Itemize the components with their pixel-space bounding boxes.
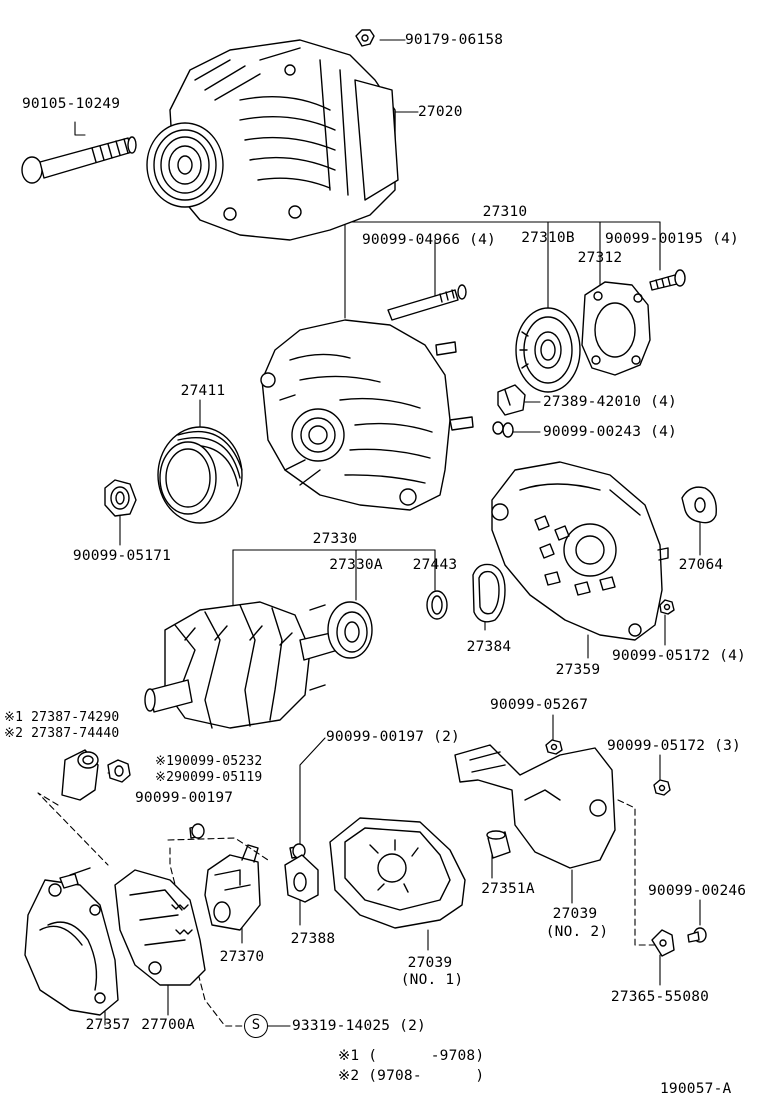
- label-27700A: 27700A: [141, 1017, 195, 1033]
- brush-holder-27370: [205, 845, 260, 930]
- label-27411: 27411: [180, 383, 226, 399]
- label-27310: 27310: [482, 204, 528, 220]
- label-27384: 27384: [466, 639, 512, 655]
- label-90099-05172-4: 90099-05172 (4): [612, 648, 746, 664]
- clip-27389-42010: [498, 385, 525, 415]
- footnote-1: ※1 ( -9708): [338, 1048, 485, 1064]
- label-27387-74440: ※2 27387-74440: [4, 726, 120, 741]
- rotor-27330: [145, 602, 341, 728]
- label-27312: 27312: [577, 250, 623, 266]
- label-27039-no2: 27039: [552, 906, 598, 922]
- bearing-27330A: [328, 602, 372, 658]
- label-27387-74290: ※1 27387-74290: [4, 710, 120, 725]
- label-90099-00195: 90099-00195 (4): [605, 231, 739, 247]
- label-90099-00197: 90099-00197: [135, 790, 234, 806]
- regulator-27700A: [115, 870, 205, 985]
- drive-end-frame-27310: [261, 285, 473, 510]
- insulator-27387: [62, 750, 98, 800]
- seal-27384: [473, 564, 505, 621]
- screw-90099-00243: [493, 422, 513, 437]
- label-27388: 27388: [290, 931, 336, 947]
- bolt-90105-10249: [22, 137, 136, 183]
- label-90099-00243: 90099-00243 (4): [543, 424, 677, 440]
- nut-90099-05267: [546, 740, 562, 754]
- screw-90099-00195: [650, 270, 685, 290]
- label-90099-00197-2: 90099-00197 (2): [326, 729, 460, 745]
- diagram-id: 190057-A: [660, 1081, 732, 1097]
- leader-lines: [75, 40, 700, 1026]
- terminal-27365-55080: [652, 930, 674, 956]
- label-90099-05172-3: 90099-05172 (3): [607, 738, 741, 754]
- label-90099-04966: 90099-04966 (4): [362, 232, 496, 248]
- nut-90179-06158: [356, 30, 374, 46]
- nut-90099-05171: [105, 480, 136, 516]
- retainer-plate-27312: [582, 282, 650, 375]
- label-27310B: 27310B: [521, 230, 575, 246]
- label-27330A: 27330A: [329, 557, 383, 573]
- rear-frame-27359: [492, 462, 668, 640]
- clip-27064: [682, 487, 716, 523]
- label-27357: 27357: [85, 1017, 131, 1033]
- label-27365-55080: 27365-55080: [610, 989, 710, 1005]
- label-27020: 27020: [418, 104, 463, 120]
- label-27330: 27330: [312, 531, 358, 547]
- label-90099-05232: ※190099-05232: [155, 754, 263, 769]
- label-27389-42010: 27389-42010 (4): [543, 394, 677, 410]
- label-90105-10249: 90105-10249: [22, 96, 121, 112]
- bushing-27351A: [487, 831, 510, 858]
- ring-27443: [427, 591, 447, 619]
- nut-90099-05172-4: [660, 600, 674, 614]
- label-90099-05119: ※290099-05119: [155, 770, 263, 785]
- label-27039-no1-sub: (NO. 1): [400, 972, 464, 988]
- nut-90099-05232: [108, 760, 130, 782]
- rectifier-holder-27357: [25, 868, 118, 1015]
- label-90099-00246: 90099-00246: [648, 883, 747, 899]
- bearing-27310B: [516, 308, 580, 392]
- cover-27039-no2: [455, 745, 615, 868]
- label-27064: 27064: [678, 557, 724, 573]
- label-27039-no2-sub: (NO. 2): [545, 924, 609, 940]
- label-27359: 27359: [555, 662, 601, 678]
- label-90099-05267: 90099-05267: [490, 697, 589, 713]
- label-27351A: 27351A: [481, 881, 535, 897]
- label-27443: 27443: [412, 557, 458, 573]
- label-90099-05171: 90099-05171: [72, 548, 172, 564]
- label-90179-06158: 90179-06158: [405, 32, 504, 48]
- cover-27388: [285, 855, 318, 902]
- standard-part-symbol: S: [244, 1014, 268, 1038]
- screw-90099-00197-b: [190, 824, 204, 838]
- footnote-2: ※2 (9708- ): [338, 1068, 485, 1084]
- rear-cover-27039-no1: [330, 818, 465, 928]
- pulley-27411: [158, 427, 242, 523]
- screw-90099-00246: [688, 928, 706, 942]
- label-27039-no1: 27039: [407, 955, 453, 971]
- label-27370: 27370: [219, 949, 265, 965]
- alternator-assy-27020: [147, 40, 398, 240]
- nut-90099-05172-3: [654, 780, 670, 795]
- label-93319-14025: 93319-14025 (2): [292, 1018, 426, 1034]
